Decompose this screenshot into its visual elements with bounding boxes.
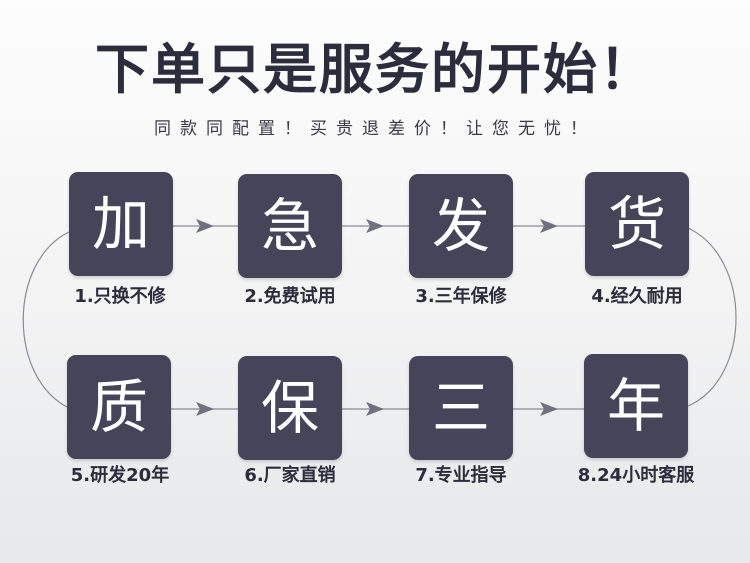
step-box-6: 保	[238, 356, 342, 460]
step-box-4: 货	[585, 172, 689, 276]
step-box-8: 年	[584, 354, 688, 458]
step-caption-8: 8.24小时客服	[577, 465, 695, 486]
loop-left	[22, 231, 70, 409]
step-box-3: 发	[409, 174, 513, 278]
step-caption-2: 2.免费试用	[244, 286, 336, 307]
step-caption-4: 4.经久耐用	[591, 286, 683, 307]
main-title: 下单只是服务的开始！	[95, 38, 655, 101]
arrow-icon	[196, 402, 214, 416]
step-caption-1: 1.只换不修	[74, 286, 166, 307]
arrow-icon	[196, 219, 214, 233]
step-caption-7: 7.专业指导	[415, 465, 507, 486]
arrow-icon	[366, 219, 384, 233]
step-box-1: 加	[69, 172, 173, 276]
step-box-2: 急	[238, 174, 342, 278]
subtitle: 同款同配置！买贵退差价！让您无忧！	[154, 119, 596, 139]
arrow-icon	[540, 219, 558, 233]
arrow-icon	[366, 402, 384, 416]
step-box-7: 三	[409, 356, 513, 460]
step-caption-6: 6.厂家直销	[244, 465, 336, 486]
step-caption-3: 3.三年保修	[415, 286, 507, 307]
loop-right	[687, 227, 737, 407]
step-caption-5: 5.研发20年	[70, 465, 170, 486]
step-box-5: 质	[67, 355, 171, 459]
arrow-icon	[540, 402, 558, 416]
